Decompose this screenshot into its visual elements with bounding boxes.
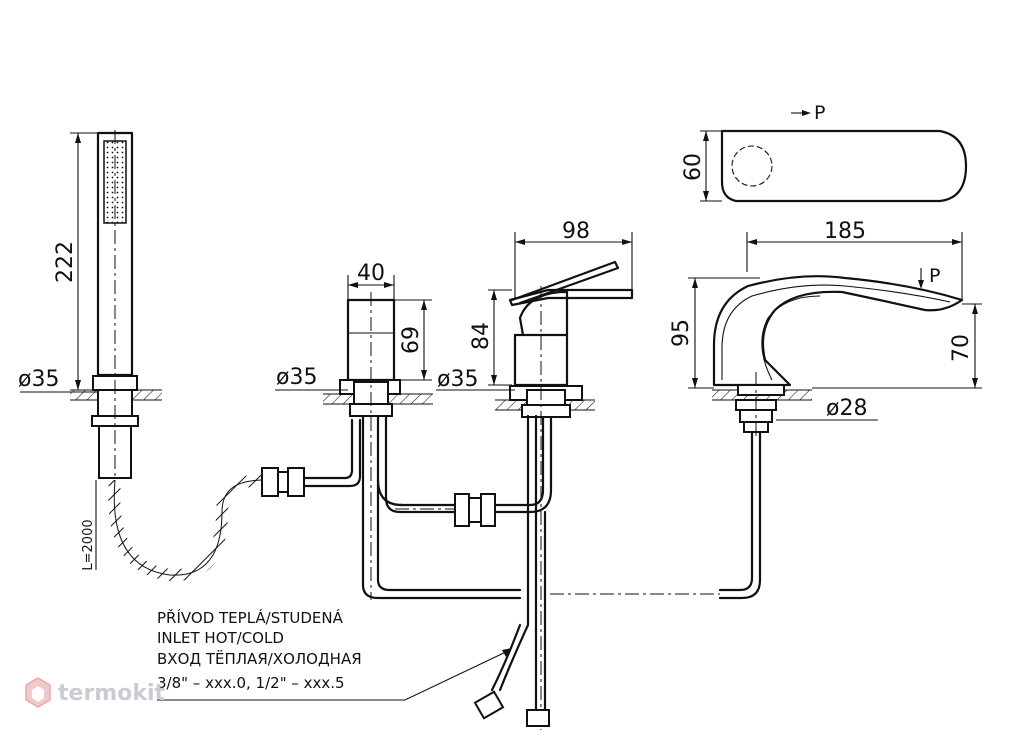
dim-diverter-height: 69 — [394, 299, 432, 381]
spout-feed-pipe — [361, 428, 762, 600]
dim-handshower-dia: ø35 — [18, 367, 98, 393]
hose-connector — [261, 418, 362, 497]
dim-35-label-2: ø35 — [276, 365, 317, 390]
inlet-note-line2: INLET HOT/COLD — [157, 629, 284, 647]
p-label-top: P — [814, 102, 825, 124]
hose-length-label: L=2000 — [81, 519, 96, 570]
dim-69-label: 69 — [399, 326, 424, 354]
shower-hose: L=2000 — [81, 474, 266, 582]
dim-mixer-height: 84 — [469, 289, 512, 386]
p-label-side: P — [929, 265, 940, 287]
dim-70-label: 70 — [949, 334, 974, 362]
dim-mixer-width: 98 — [514, 219, 633, 300]
flow-direction-side: P — [918, 265, 940, 289]
dim-diverter-width: 40 — [347, 261, 395, 300]
dim-35-label-1: ø35 — [18, 367, 59, 392]
dim-84-label: 84 — [469, 322, 494, 350]
dim-spout-length: 185 — [746, 219, 963, 300]
dim-35-label-3: ø35 — [437, 367, 478, 392]
dim-60-label: 60 — [681, 153, 706, 181]
spout-top-view: 60 P — [681, 102, 968, 203]
inlet-hoses — [473, 598, 550, 727]
dim-28-label: ø28 — [826, 396, 867, 421]
dim-mixer-dia: ø35 — [436, 367, 515, 392]
dim-diverter-dia: ø35 — [275, 365, 348, 391]
watermark-text: termokit — [58, 681, 165, 706]
inlet-note-line3: ВХОД ТЁПЛАЯ/ХОЛОДНАЯ — [157, 649, 362, 668]
dim-spout-height: 95 — [669, 277, 760, 389]
dim-spout-dia: ø28 — [776, 396, 878, 421]
hand-shower — [70, 130, 162, 480]
inlet-note-line4: 3/8" – xxx.0, 1/2" – xxx.5 — [157, 674, 345, 692]
dim-98-label: 98 — [562, 219, 590, 244]
mixer — [495, 260, 634, 730]
dim-40-label: 40 — [357, 261, 385, 286]
inlet-note: PŘÍVOD TEPLÁ/STUDENÁ INLET HOT/COLD ВХОД… — [157, 608, 512, 701]
spout — [712, 275, 964, 440]
watermark: termokit — [25, 677, 165, 708]
dim-spout-outlet-height: 70 — [812, 303, 982, 389]
inlet-note-line1: PŘÍVOD TEPLÁ/STUDENÁ — [157, 608, 344, 627]
cross-connector — [376, 414, 553, 527]
dim-185-label: 185 — [824, 219, 866, 244]
dim-handshower-height: 222 — [53, 132, 98, 390]
diverter — [323, 292, 433, 600]
dim-95-label: 95 — [669, 319, 694, 347]
dim-222-label: 222 — [53, 241, 78, 283]
